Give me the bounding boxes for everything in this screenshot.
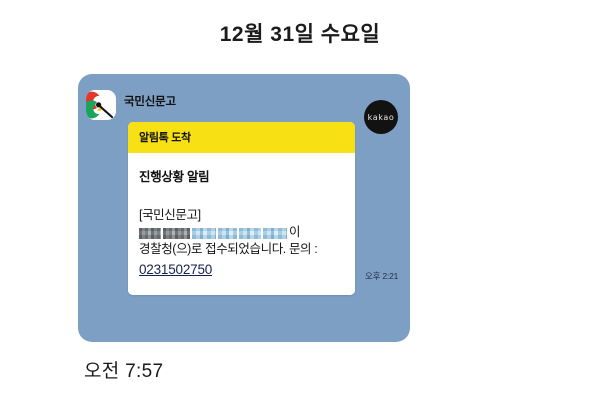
redacted-block-blue xyxy=(192,227,216,239)
redacted-suffix-text: 이 xyxy=(289,225,301,240)
message-card-header: 알림톡 도착 xyxy=(128,122,355,153)
alimtalk-message-card[interactable]: 알림톡 도착 진행상황 알림 [국민신문고] 이 경찰청(으)로 접수되었습니다… xyxy=(128,122,355,296)
message-card-body: 진행상황 알림 [국민신문고] 이 경찰청(으)로 접수되었습니다. 문의 : … xyxy=(128,153,355,296)
kakao-brand-badge: kakao xyxy=(364,100,398,134)
phone-number-link[interactable]: 0231502750 xyxy=(139,261,213,277)
message-line-status: 경찰청(으)로 접수되었습니다. 문의 : xyxy=(139,241,318,256)
message-subject: 진행상황 알림 xyxy=(139,170,210,184)
date-header: 12월 31일 수요일 xyxy=(219,23,381,46)
sender-row: 국민신문고 xyxy=(86,90,404,130)
redacted-block-blue xyxy=(263,227,287,239)
chat-panel: 국민신문고 kakao 알림톡 도착 진행상황 알림 [국민신문고] xyxy=(78,74,410,342)
redacted-block-blue xyxy=(239,227,261,239)
message-line-org: [국민신문고] xyxy=(139,208,201,222)
bottom-timestamp: 오전 7:57 xyxy=(84,361,164,382)
redacted-content: 이 xyxy=(139,225,344,241)
message-text: [국민신문고] 이 경찰청(으)로 접수되었습니다. 문의 : 02315027… xyxy=(139,207,344,279)
redacted-block-dark xyxy=(163,227,190,239)
government-petition-swirl-icon[interactable] xyxy=(86,90,116,120)
message-timestamp: 오후 2:21 xyxy=(365,271,399,281)
redacted-block-blue xyxy=(218,227,237,239)
sender-name: 국민신문고 xyxy=(124,96,176,108)
redacted-block-dark xyxy=(139,227,161,239)
